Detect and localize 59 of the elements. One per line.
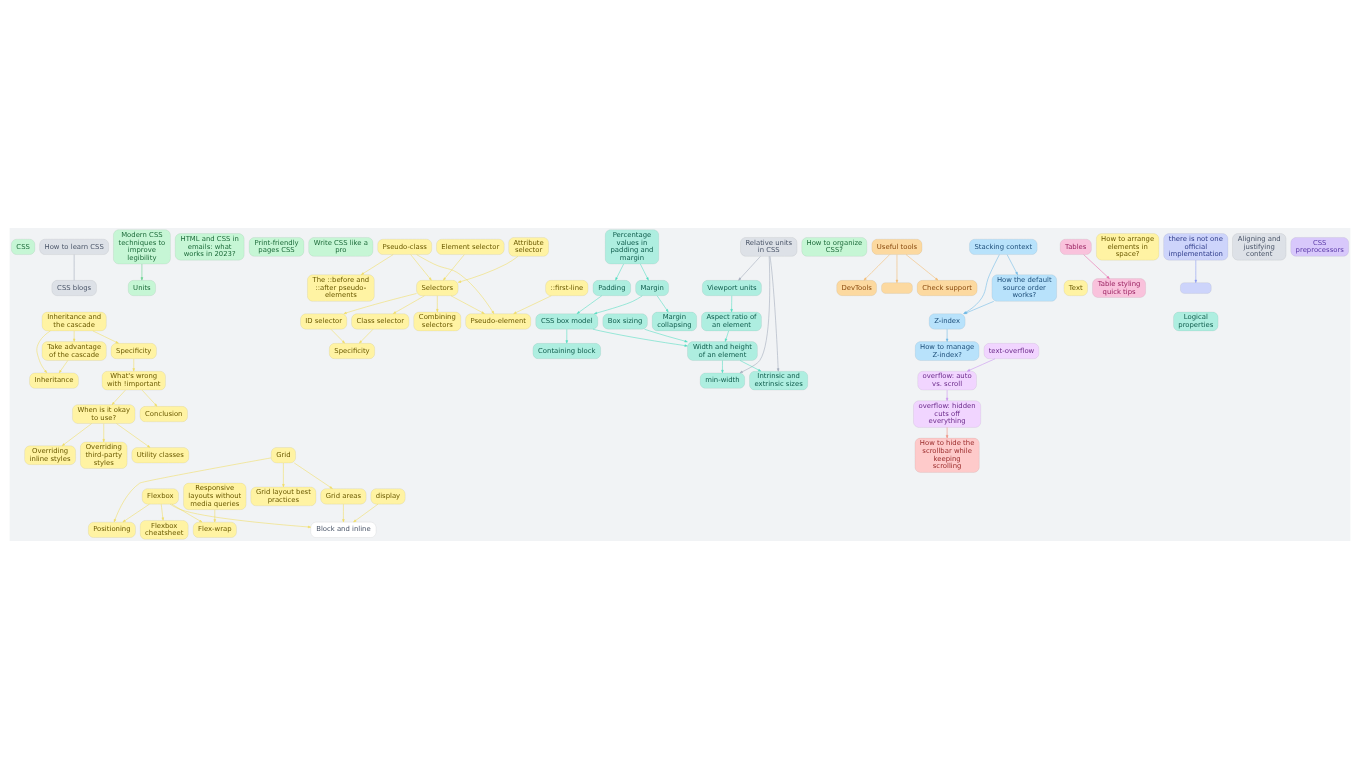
- arrow: [72, 330, 76, 342]
- arrow: [360, 253, 394, 275]
- arrow: [171, 503, 203, 522]
- arrow: [140, 263, 144, 280]
- arrow: [436, 295, 439, 312]
- arrow: [61, 422, 92, 446]
- arrow: [644, 328, 688, 342]
- arrow: [141, 389, 158, 407]
- arrow: [113, 457, 272, 522]
- arrow: [1083, 253, 1110, 279]
- arrow: [92, 330, 119, 344]
- arrow: [1194, 259, 1197, 283]
- arrow: [410, 253, 432, 281]
- arrow: [967, 358, 996, 371]
- arrow: [58, 359, 69, 373]
- arrow: [565, 328, 568, 343]
- arrow: [738, 255, 761, 280]
- arrow: [343, 292, 417, 314]
- arrow: [721, 359, 724, 373]
- arrow: [342, 503, 345, 522]
- arrow: [945, 328, 949, 342]
- arrow: [160, 503, 164, 521]
- arrow: [513, 295, 552, 314]
- arrow: [615, 263, 624, 280]
- arrow: [116, 422, 151, 448]
- arrow: [330, 328, 345, 343]
- arrow: [576, 295, 602, 314]
- arrow: [282, 462, 285, 487]
- arrow: [964, 300, 995, 314]
- arrow: [102, 422, 105, 442]
- arrow: [36, 330, 51, 373]
- arrow: [594, 295, 643, 314]
- arrow: [592, 328, 688, 347]
- arrow: [443, 253, 465, 281]
- arrow: [122, 503, 150, 522]
- arrow: [724, 330, 729, 342]
- arrow: [905, 253, 939, 280]
- arrow: [294, 462, 333, 489]
- arrow: [895, 253, 899, 283]
- arrow: [359, 328, 374, 343]
- arrow: [169, 503, 311, 528]
- arrow: [739, 359, 762, 371]
- arrow: [132, 358, 135, 371]
- arrow: [640, 263, 649, 280]
- arrow: [730, 295, 733, 312]
- arrow: [392, 295, 425, 314]
- arrow: [739, 255, 770, 373]
- arrow: [353, 503, 379, 522]
- arrow: [945, 426, 949, 438]
- arrow: [945, 389, 949, 401]
- arrow: [963, 253, 1000, 314]
- arrow: [863, 253, 890, 281]
- arrow: [213, 508, 216, 522]
- arrow: [1006, 253, 1018, 275]
- arrow: [450, 295, 485, 314]
- arrow: [656, 295, 669, 312]
- arrow: [769, 255, 780, 371]
- arrow: [111, 389, 126, 405]
- arrow: [457, 255, 519, 283]
